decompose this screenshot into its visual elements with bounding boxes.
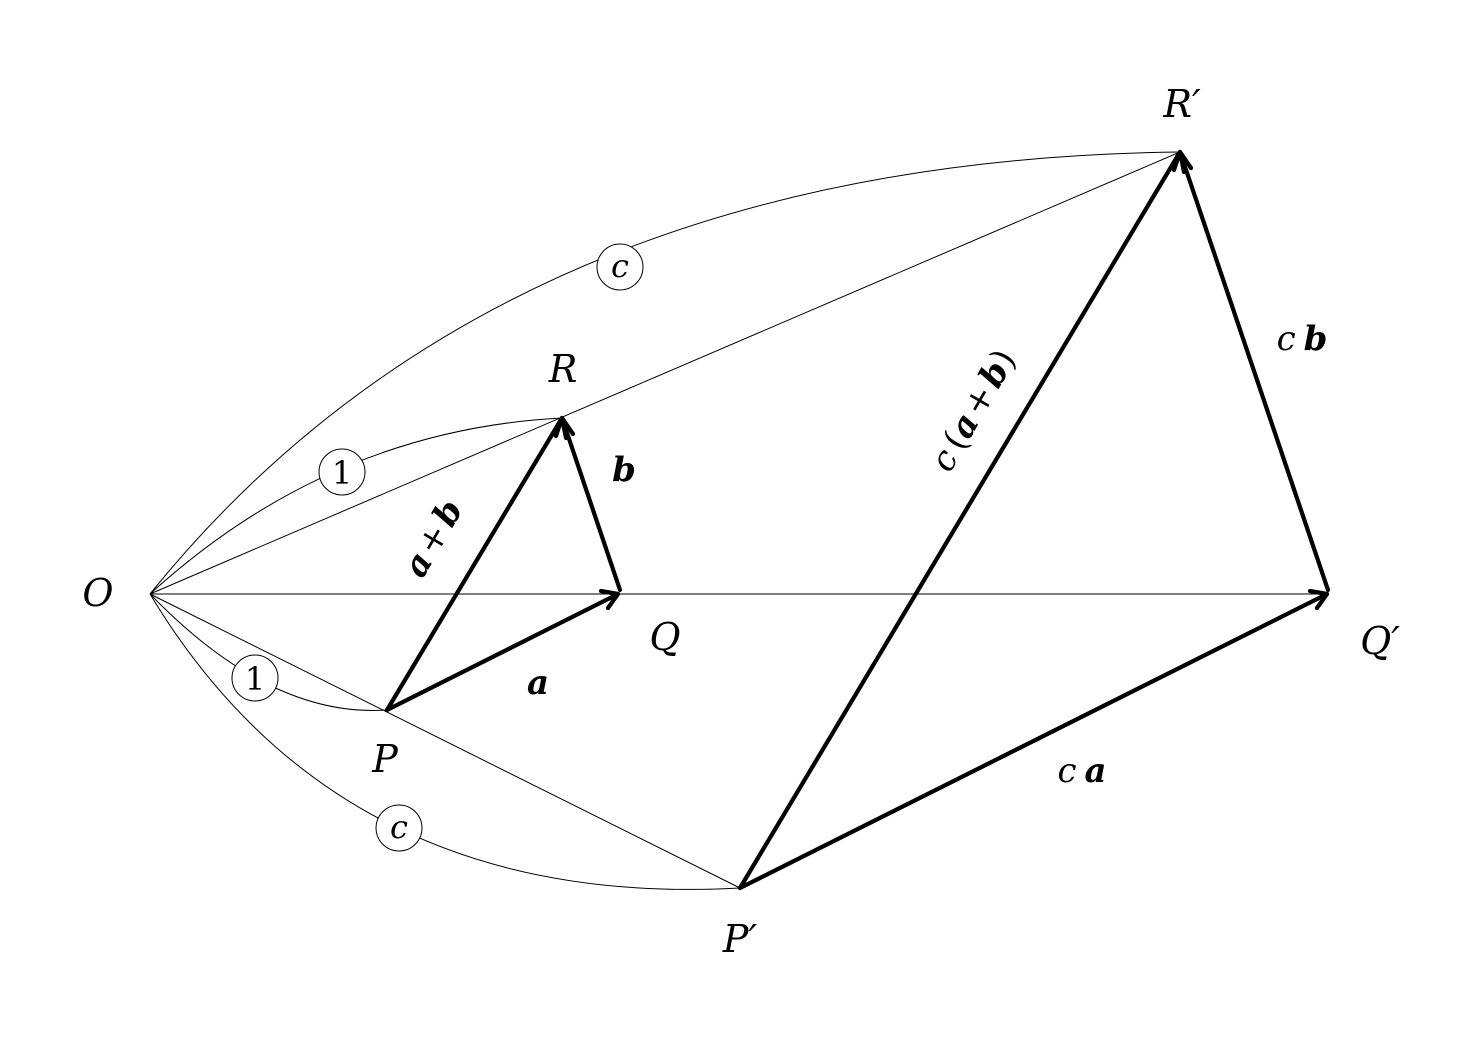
point-label-o: O bbox=[82, 571, 113, 615]
point-label-q-prime: Q′ bbox=[1360, 619, 1400, 663]
point-label-r-prime: R′ bbox=[1162, 82, 1201, 126]
vector-b bbox=[559, 415, 623, 593]
point-label-q: Q bbox=[649, 615, 680, 659]
svg-text:1: 1 bbox=[245, 660, 265, 698]
svg-text:1: 1 bbox=[332, 454, 352, 492]
arrowhead-a bbox=[598, 588, 621, 611]
line-o-to-r-prime bbox=[149, 151, 1181, 595]
ratio-marker-lower-outer: c bbox=[375, 804, 423, 852]
label-vector-c-a-plus-b: c(a+b) bbox=[923, 343, 1025, 479]
svg-text:c: c bbox=[611, 247, 629, 285]
ratio-marker-upper-inner: 1 bbox=[318, 448, 366, 496]
arrowhead-a-plus-b bbox=[549, 415, 569, 441]
c-b-scalar: c bbox=[1277, 319, 1296, 359]
point-label-r: R bbox=[548, 347, 578, 391]
line-o-to-p-prime bbox=[149, 593, 741, 889]
vector-c-a-plus-b bbox=[737, 149, 1183, 891]
vector-a bbox=[384, 591, 621, 713]
ratio-marker-lower-inner: 1 bbox=[231, 654, 279, 702]
c-a-scalar: c bbox=[1057, 751, 1076, 791]
vector-c-a bbox=[737, 591, 1330, 891]
c-b-vec: b bbox=[1304, 319, 1328, 359]
label-vector-a-plus-b: a+b bbox=[396, 493, 472, 584]
point-label-p-prime: P′ bbox=[722, 917, 758, 961]
arc-o-to-r-prime bbox=[149, 151, 1181, 595]
arrowhead-c-a bbox=[1307, 588, 1330, 611]
label-vector-b: b bbox=[612, 450, 636, 490]
ratio-marker-upper-outer: c bbox=[596, 243, 644, 291]
label-vector-a: a bbox=[527, 663, 549, 703]
point-label-p: P bbox=[371, 737, 399, 781]
vector-a-plus-b bbox=[384, 415, 565, 713]
svg-text:c: c bbox=[390, 808, 408, 846]
vector-c-b bbox=[1177, 149, 1331, 593]
arrowhead-c-a-plus-b bbox=[1167, 149, 1187, 175]
c-a-vec: a bbox=[1085, 751, 1107, 791]
